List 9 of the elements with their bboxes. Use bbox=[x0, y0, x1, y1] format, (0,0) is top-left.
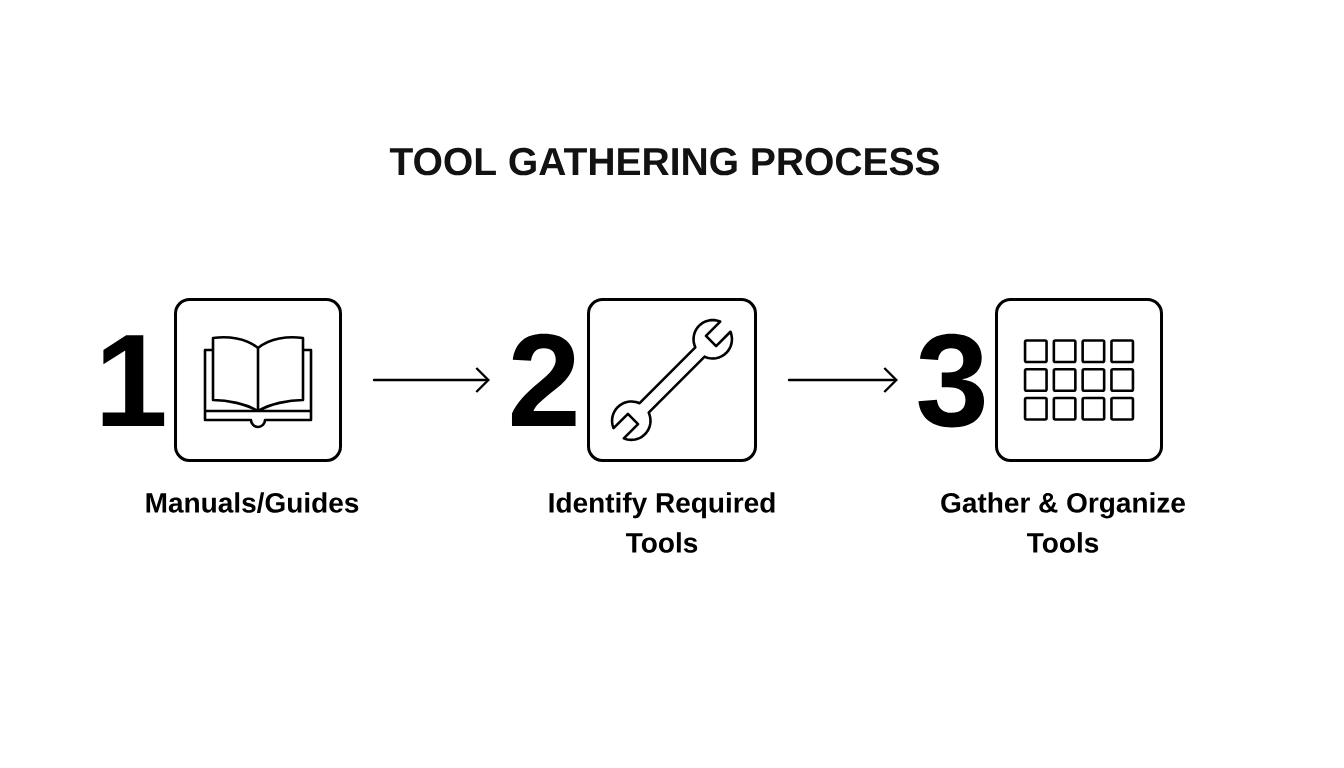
arrow bbox=[372, 367, 490, 393]
step-label: Manuals/Guides bbox=[146, 492, 359, 514]
step-number: 1 bbox=[102, 335, 165, 426]
step-number: 3 bbox=[918, 333, 984, 428]
step-label: Gather & Organize Tools bbox=[941, 492, 1185, 553]
step-label: Identify Required Tools bbox=[549, 492, 775, 553]
step-number: 2 bbox=[512, 333, 576, 426]
arrow bbox=[787, 367, 898, 393]
title: TOOL GATHERING PROCESS bbox=[389, 147, 940, 176]
